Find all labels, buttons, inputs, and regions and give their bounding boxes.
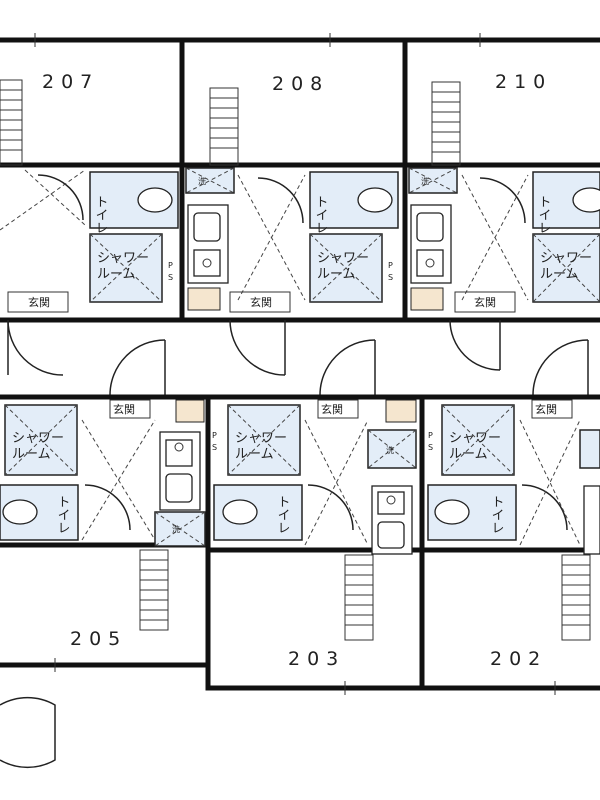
entrance [531, 399, 573, 419]
entrance [317, 399, 359, 419]
entrance [229, 291, 291, 313]
pipe-space [410, 287, 444, 311]
toilet-fixture [222, 499, 258, 525]
door-swing [7, 319, 64, 376]
toilet-label: トイレ [313, 195, 328, 234]
stair [344, 554, 374, 641]
pipe-space [187, 287, 221, 311]
door-swing [229, 319, 286, 376]
unit-203: 玄関 シャワー ルーム ト [205, 399, 433, 670]
shower-label-2: ルーム [449, 447, 488, 462]
unit-number: 208 [272, 73, 329, 95]
toilet-label: トイレ [93, 195, 108, 234]
toilet-fixture [572, 187, 600, 213]
stair [0, 79, 23, 166]
entrance [109, 399, 151, 419]
toilet-label: トイレ [536, 195, 551, 234]
shower-label-1: シャワー [12, 431, 64, 446]
door-swing [319, 339, 376, 396]
toilet-fixture [357, 187, 393, 213]
pipe-space [175, 399, 205, 423]
ps-label-1: P [168, 261, 173, 270]
unit-number: 207 [42, 71, 99, 93]
entrance-label: 玄関 [250, 295, 272, 309]
door-swing [257, 177, 304, 224]
unit-210: 玄関 トイレ シャワー ルーム 洗 210 [402, 71, 600, 313]
entrance-label: 玄関 [113, 402, 135, 416]
unit-208: 玄関 トイレ シャワー ルーム P S 洗 208 [179, 73, 408, 313]
stair [431, 81, 461, 166]
door-swing [532, 339, 589, 396]
entrance [7, 291, 69, 313]
ps-label-1: P [428, 431, 433, 440]
toilet-fixture [137, 187, 173, 213]
shower-label-2: ルーム [540, 267, 579, 282]
shower-label-2: ルーム [12, 447, 51, 462]
pipe-space [385, 399, 417, 423]
shower-label-2: ルーム [97, 267, 136, 282]
stair [561, 554, 591, 641]
entrance-label: 玄関 [535, 402, 557, 416]
ps-label-1: P [388, 261, 393, 270]
shower-label-1: シャワー [449, 431, 501, 446]
toilet-label: トイレ [55, 495, 70, 534]
toilet-room [0, 484, 79, 541]
entrance-label: 玄関 [321, 402, 343, 416]
top-row: 玄関 トイレ シャワー ルーム P S 207 [0, 33, 600, 323]
shower-label-1: シャワー [317, 251, 369, 266]
ps-label-2: S [428, 443, 433, 452]
stair [209, 87, 239, 166]
bottom-row: 玄関 シャワー ルーム ト [0, 394, 600, 769]
entrance [454, 291, 516, 313]
shower-label-2: ルーム [317, 267, 356, 282]
corridor [7, 319, 589, 396]
door-swing [479, 177, 526, 224]
unit-202: 玄関 シャワー ルーム トイレ 202 [419, 399, 600, 670]
toilet-fixture [434, 499, 470, 525]
washer-label: 洗 [198, 176, 206, 186]
door-swing [449, 319, 501, 371]
door-swing [521, 484, 568, 531]
toilet-label: トイレ [275, 495, 290, 534]
ps-label-1: P [212, 431, 217, 440]
door-swing [109, 339, 166, 396]
entrance-label: 玄関 [474, 295, 496, 309]
entrance-label: 玄関 [28, 295, 50, 309]
kitchen-counter [583, 485, 600, 555]
ps-label-2: S [388, 273, 393, 282]
washer-label: 洗 [172, 524, 180, 534]
shower-label-1: シャワー [97, 251, 149, 266]
washer-label: 洗 [386, 445, 394, 455]
unit-207: 玄関 トイレ シャワー ルーム P S 207 [0, 71, 185, 313]
shower-label-1: シャワー [235, 431, 287, 446]
unit-number: 203 [288, 648, 345, 670]
toilet-fixture [2, 499, 38, 525]
washer-space [579, 429, 600, 469]
door-swing [37, 174, 84, 221]
unit-number: 210 [495, 71, 552, 93]
washer-label: 洗 [421, 176, 429, 186]
door-swing [84, 484, 131, 531]
unit-number: 202 [490, 648, 547, 670]
unit-number: 205 [70, 628, 127, 650]
unit-205: 玄関 シャワー ルーム ト [0, 399, 217, 769]
shower-label-1: シャワー [540, 251, 592, 266]
toilet-label: トイレ [489, 495, 504, 534]
ps-label-2: S [212, 443, 217, 452]
shower-label-2: ルーム [235, 447, 274, 462]
door-swing [307, 484, 354, 531]
ps-label-2: S [168, 273, 173, 282]
